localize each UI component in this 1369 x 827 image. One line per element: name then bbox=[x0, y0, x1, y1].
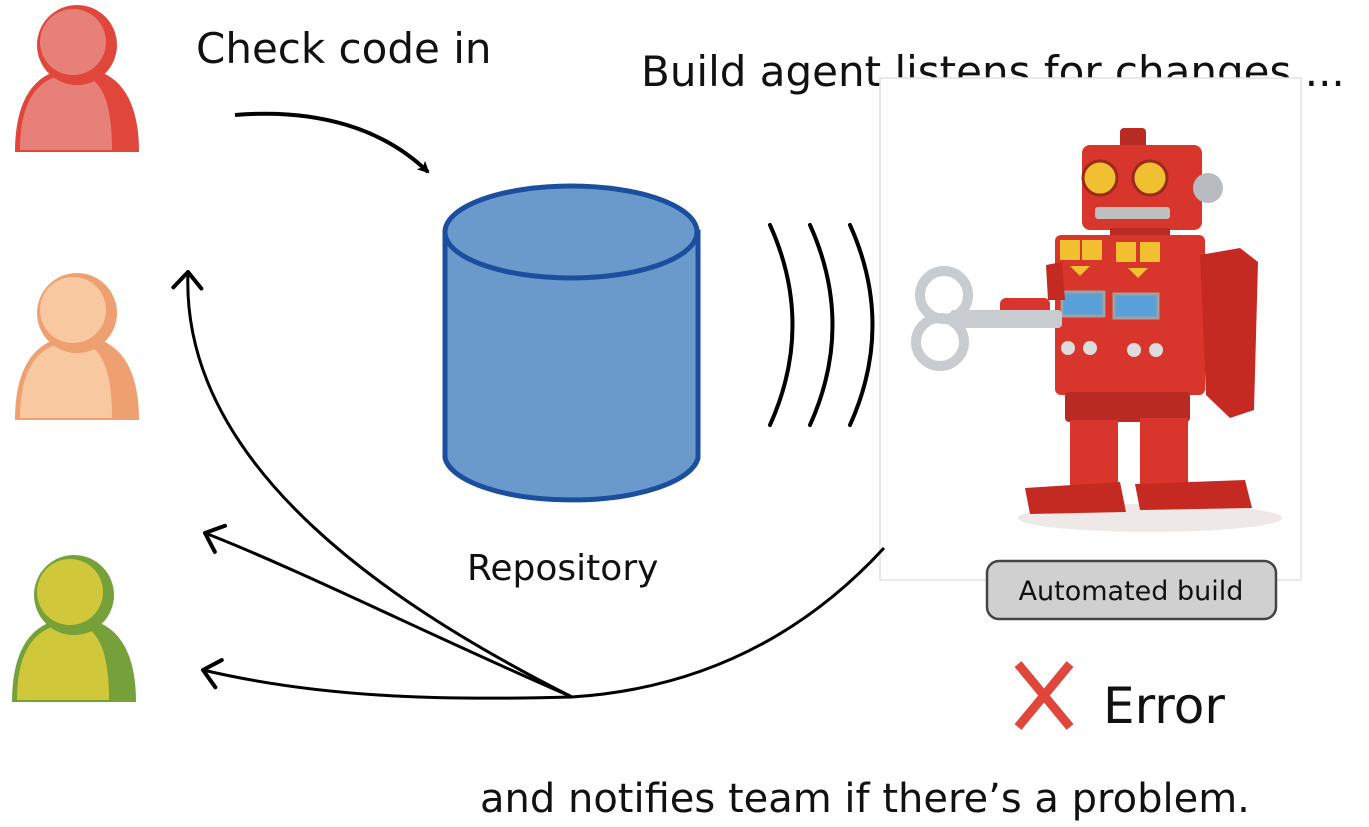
signal-waves-icon bbox=[768, 223, 875, 427]
repository-cylinder-icon bbox=[442, 183, 701, 503]
automated-build-badge bbox=[985, 559, 1278, 621]
developer-orange-icon bbox=[15, 273, 139, 420]
error-label: Error bbox=[1103, 677, 1225, 735]
check-in-label: Check code in bbox=[196, 24, 491, 73]
notification-arrows bbox=[171, 270, 886, 700]
notify-arrow-orange bbox=[203, 523, 573, 699]
wind-up-robot-icon bbox=[911, 128, 1282, 532]
notifies-label: and notifies team if there’s a problem. bbox=[480, 776, 1250, 822]
automated-build-label: Automated build bbox=[1019, 576, 1244, 607]
notify-arrow-olive bbox=[201, 658, 573, 700]
check-in-arrow bbox=[234, 111, 430, 174]
developer-red-icon bbox=[15, 5, 139, 152]
x-mark-icon bbox=[1014, 661, 1074, 730]
repository-label: Repository bbox=[467, 548, 658, 589]
developer-olive-icon bbox=[12, 555, 136, 702]
notify-curve-main bbox=[571, 546, 886, 699]
notify-arrow-red bbox=[171, 270, 573, 699]
